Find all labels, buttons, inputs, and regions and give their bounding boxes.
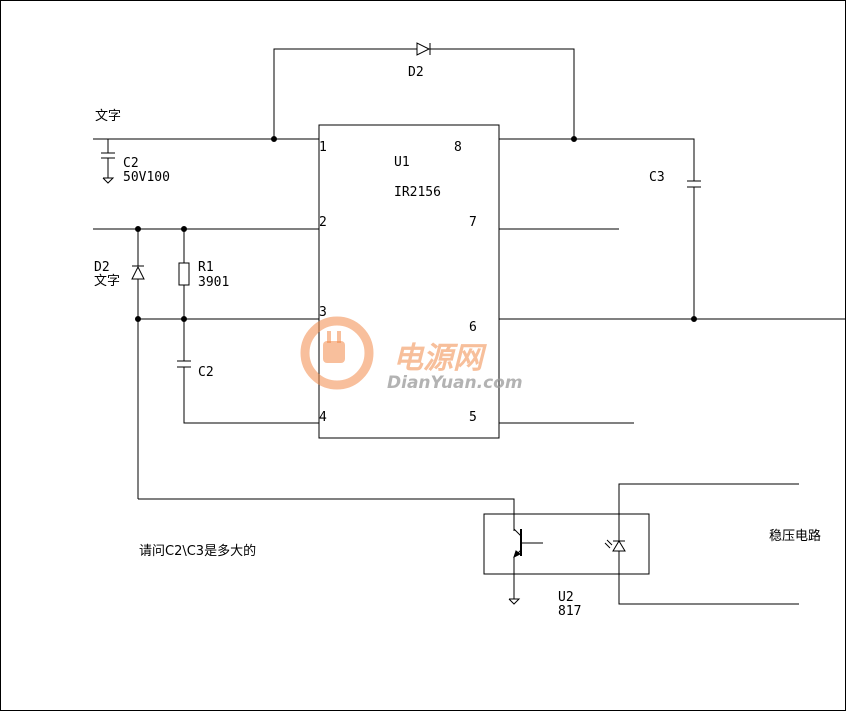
- r1-body: [178, 262, 190, 286]
- wire-opto-collector: [138, 498, 515, 531]
- u2-emitter-arrow: [513, 550, 521, 558]
- u2-led: [612, 540, 626, 552]
- junction: [271, 136, 277, 142]
- watermark-en: DianYuan.com: [387, 373, 523, 393]
- u1-name: U1: [394, 155, 410, 170]
- c3-label: C3: [649, 170, 665, 185]
- c2-top-value: 50V100: [123, 170, 170, 185]
- pin5-label: 5: [469, 410, 477, 425]
- u1-chip-body: [318, 124, 500, 439]
- d2-left-diode: [131, 265, 145, 280]
- junction: [135, 316, 141, 322]
- pin2-label: 2: [319, 215, 327, 230]
- u2-part: 817: [558, 604, 582, 619]
- pin1-label: 1: [319, 140, 327, 155]
- dianyuan-logo-icon: [300, 316, 374, 390]
- watermark-cn: 电源网: [393, 341, 483, 376]
- u2-body: [483, 513, 650, 575]
- pin7-label: 7: [469, 215, 477, 230]
- text-label-top: 文字: [95, 109, 122, 124]
- question-text: 请问C2\C3是多大的: [139, 544, 257, 559]
- pin6-label: 6: [469, 320, 477, 335]
- wire-pin8-c3: [499, 138, 695, 181]
- u2-led-ray: [606, 539, 613, 546]
- u2-name: U2: [558, 590, 574, 605]
- u2-led-ray: [604, 542, 611, 549]
- regulator-label: 稳压电路: [769, 529, 822, 544]
- ground-symbol: [508, 598, 521, 605]
- u2-transistor-collector: [513, 528, 522, 537]
- wire-led-top: [618, 483, 799, 541]
- pin8-label: 8: [454, 140, 462, 155]
- r1-value: 3901: [198, 275, 230, 290]
- d2-diode-top: [416, 42, 431, 56]
- junction: [181, 316, 187, 322]
- wire-pin4: [183, 367, 319, 424]
- wire-led-bottom: [618, 551, 799, 605]
- d2-left-text: 文字: [94, 274, 121, 289]
- ground-symbol: [102, 177, 115, 184]
- pin4-label: 4: [319, 410, 327, 425]
- d2-left-name: D2: [94, 260, 110, 275]
- c2-mid-label: C2: [198, 365, 214, 380]
- c2-top-name: C2: [123, 156, 139, 171]
- r1-name: R1: [198, 260, 214, 275]
- pin3-label: 3: [319, 305, 327, 320]
- u1-part: IR2156: [394, 185, 441, 200]
- d2-top-label: D2: [408, 65, 424, 80]
